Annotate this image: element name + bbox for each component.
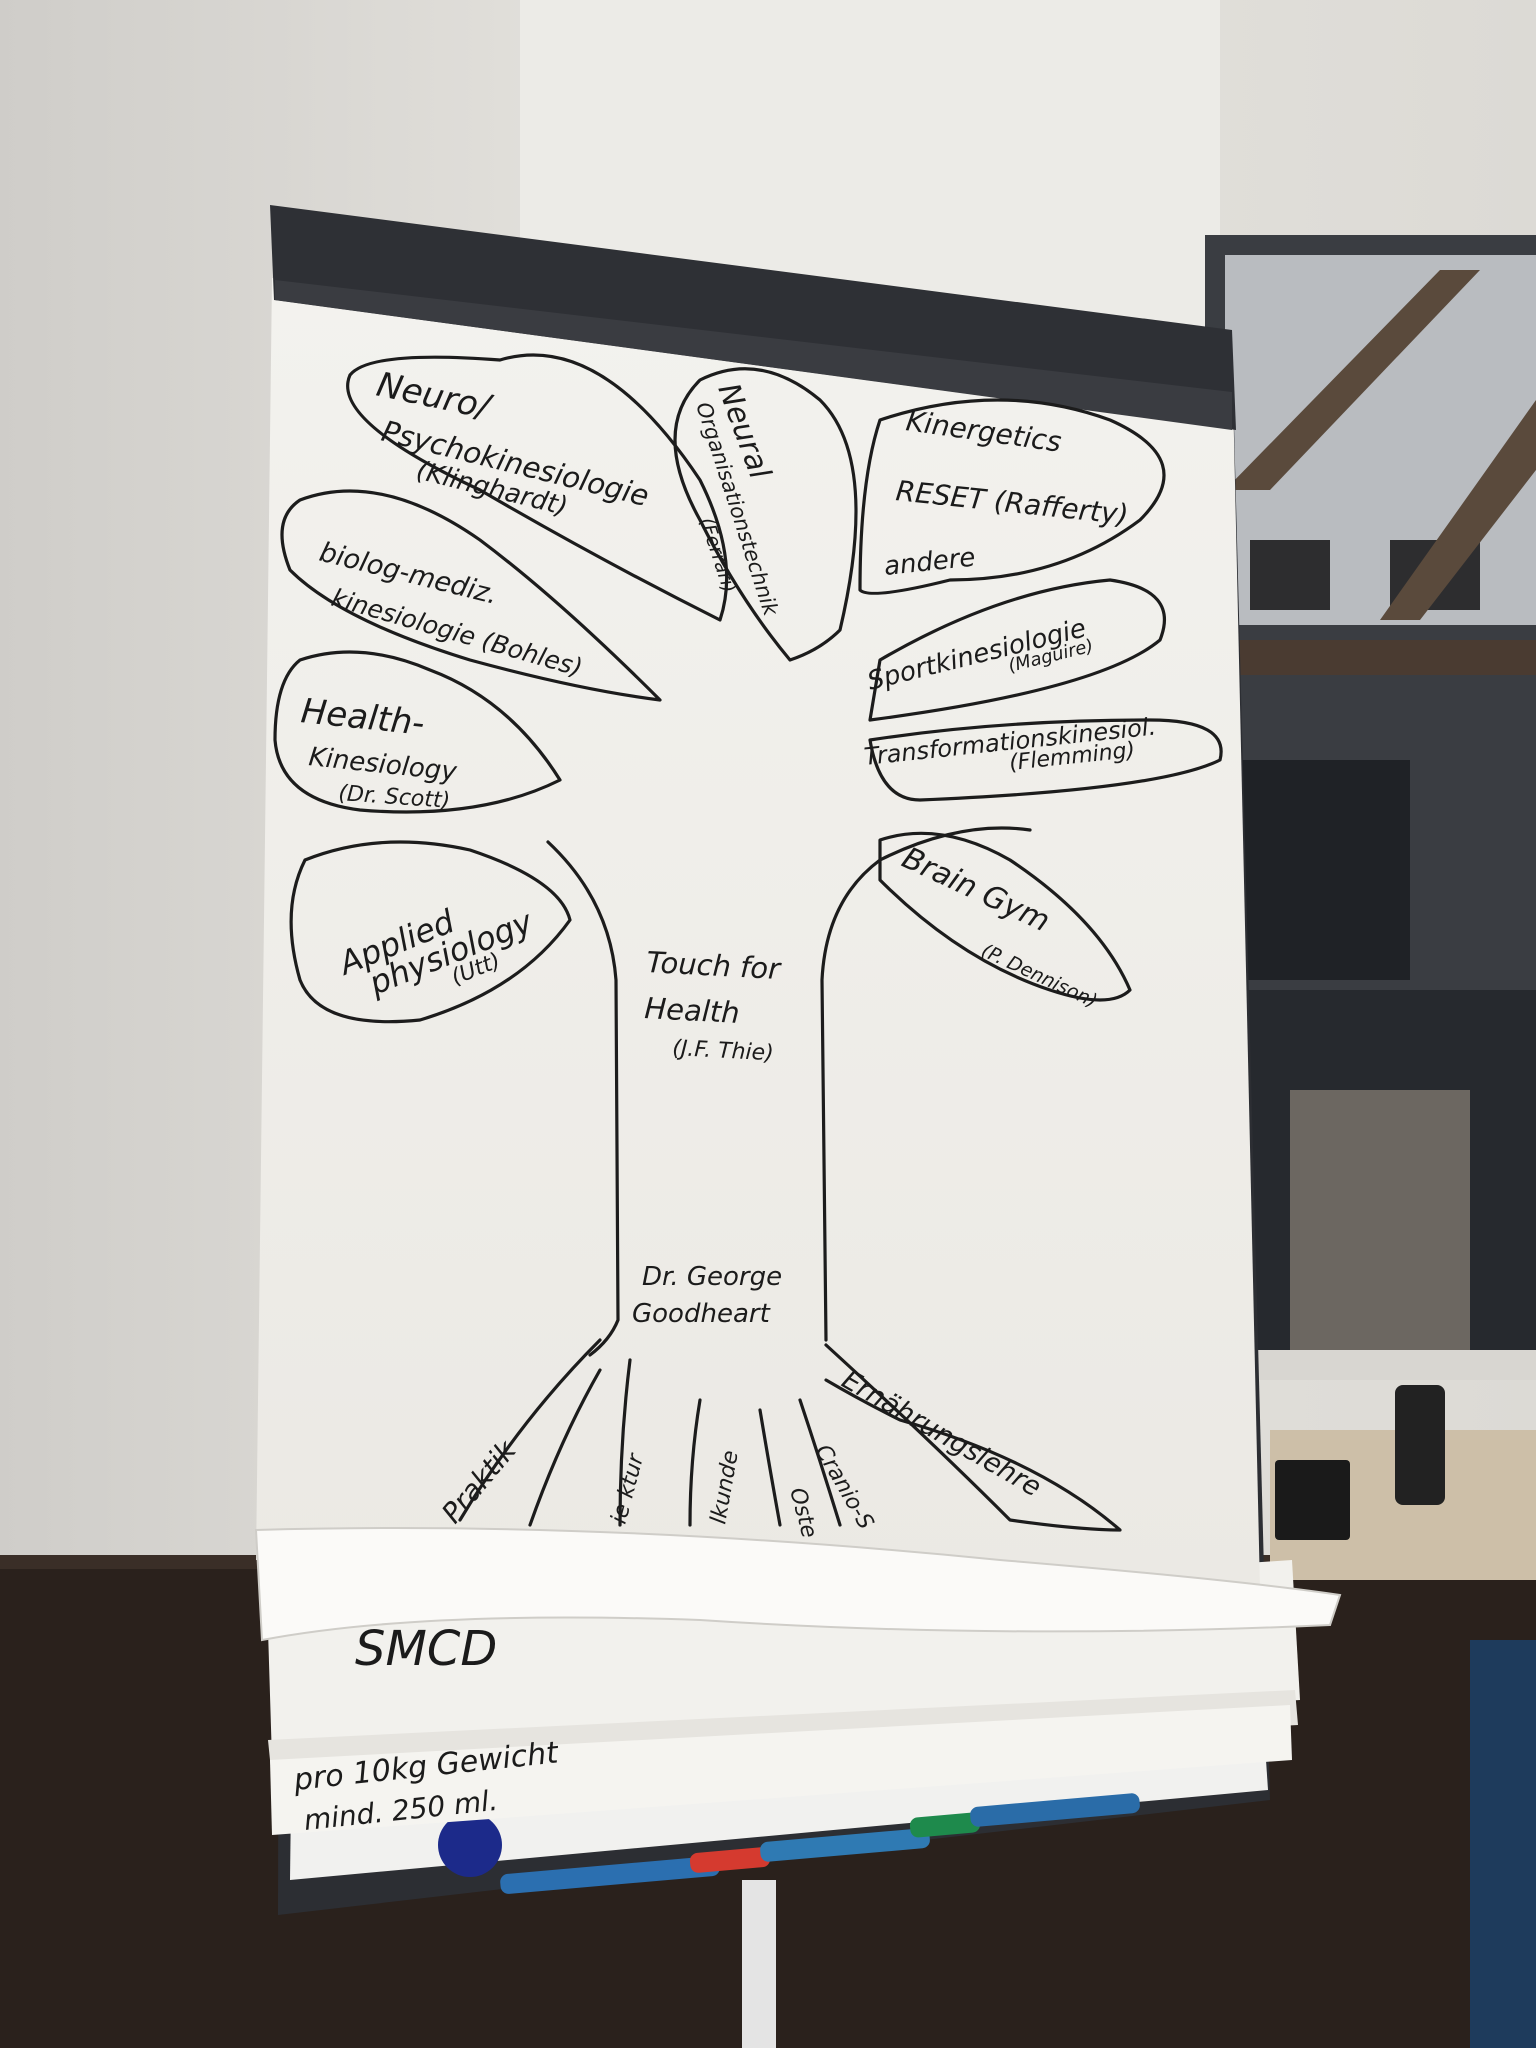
- easel-leg: [742, 1880, 776, 2048]
- trunk-label: Touch for Health (J.F. Thie) Dr. George …: [632, 945, 783, 1329]
- magnet: [438, 1813, 502, 1877]
- phone: [1275, 1460, 1350, 1540]
- marker-tray: [500, 1793, 1140, 1894]
- petal-outline-4: [280, 489, 662, 702]
- petal-outline-5: [868, 578, 1166, 722]
- root-line2: Goodheart: [632, 1299, 771, 1329]
- root-line1: Dr. George: [642, 1262, 782, 1292]
- petal-outline-2: [673, 367, 858, 662]
- lower-sheet-scrawl: SMCD: [355, 1621, 497, 1677]
- petal-outline-7: [273, 650, 562, 814]
- trunk-line2: Health: [644, 991, 741, 1030]
- flipchart-sheet: [256, 278, 1260, 1590]
- tree-drawing: [273, 353, 1223, 1532]
- person-arm: [1470, 1640, 1536, 2048]
- window: [1205, 235, 1536, 1380]
- petal-outline-9: [289, 840, 572, 1024]
- trunk-line3: (J.F. Thie): [672, 1036, 775, 1066]
- trunk-line1: Touch for: [646, 945, 783, 986]
- petal-outline-8: [878, 831, 1132, 1002]
- page-curl: [254, 1527, 1342, 1642]
- bottle: [1395, 1385, 1445, 1505]
- petal-outline-6: [868, 718, 1223, 802]
- petal-outline-1: [346, 353, 729, 622]
- petal-outline-3: [858, 398, 1166, 595]
